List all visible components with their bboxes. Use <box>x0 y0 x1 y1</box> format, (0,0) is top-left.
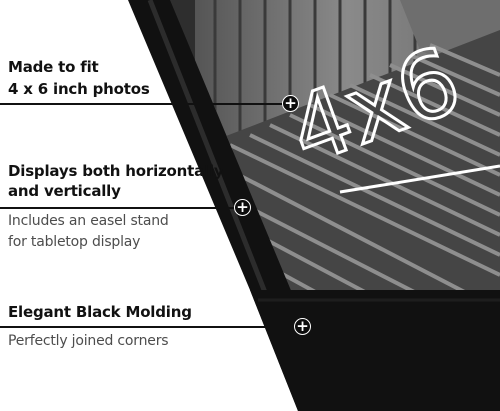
feature-title-line: Elegant Black Molding <box>8 303 192 321</box>
feature-sub-line: Includes an easel stand <box>8 213 169 229</box>
feature-sub-line: Perfectly joined corners <box>8 333 169 349</box>
feature-title-line: and vertically <box>8 182 121 200</box>
feature-title-line: Displays both horizontally <box>8 162 224 180</box>
feature-title-line: Made to fit <box>8 58 99 76</box>
leader-line <box>0 103 284 105</box>
leader-line <box>0 326 296 328</box>
plus-icon: + <box>234 199 251 216</box>
leader-line <box>0 207 236 209</box>
size-label-underline <box>339 164 500 194</box>
feature-title-line: 4 x 6 inch photos <box>8 80 150 98</box>
plus-icon: + <box>294 318 311 335</box>
feature-sub-line: for tabletop display <box>8 234 141 250</box>
plus-icon: + <box>282 95 299 112</box>
